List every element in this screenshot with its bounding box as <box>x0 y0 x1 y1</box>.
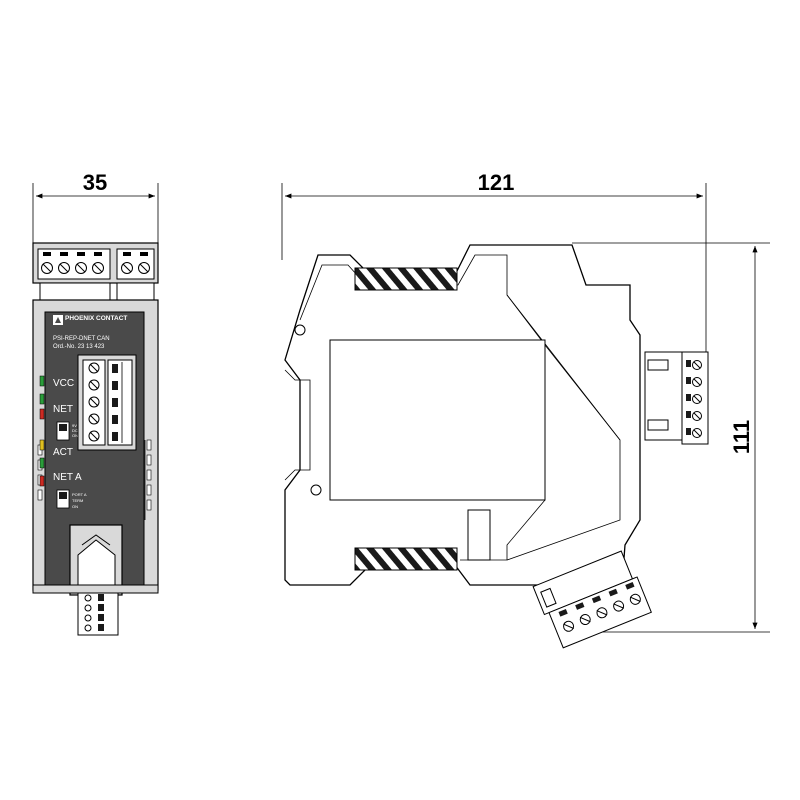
side-connector-right <box>644 351 709 445</box>
order-number-text: Ord.-No. 23 13 423 <box>53 344 105 350</box>
front-view: PHOENIX CONTACT PSI-REP-DNET CAN Ord.-No… <box>32 242 159 636</box>
top-terminal-block-left <box>37 248 111 280</box>
switch1-label-1: DC <box>72 428 78 433</box>
dip-switch-termination: PORT A TERM ON <box>56 489 87 509</box>
dimension-label-width: 35 <box>83 170 107 195</box>
model-text: PSI-REP-DNET CAN <box>53 336 110 342</box>
dimension-side-height: 111 <box>572 242 770 633</box>
side-view <box>284 244 709 649</box>
led-label-act: ACT <box>53 447 73 458</box>
dimension-label-depth: 121 <box>478 170 515 195</box>
led-label-net: NET <box>53 404 73 415</box>
bottom-plug <box>69 524 123 636</box>
switch2-label-2: ON <box>72 504 78 509</box>
switch1-label-0: 9V <box>72 423 77 428</box>
top-terminal-block-right <box>116 248 155 280</box>
led-label-net-a: NET A <box>53 472 82 483</box>
dip-switch-power: 9V DC ON <box>56 421 78 441</box>
switch2-label-1: TERM <box>72 498 83 503</box>
led-net-red <box>39 408 45 420</box>
led-net-a-red <box>39 475 45 487</box>
led-net-a-green <box>39 457 45 469</box>
brand-text: PHOENIX CONTACT <box>65 315 127 322</box>
side-connector-bottom <box>532 550 652 649</box>
led-vcc <box>39 375 45 387</box>
front-terminal-block <box>77 354 137 451</box>
switch1-label-2: ON <box>72 433 78 438</box>
dimension-side-depth: 121 <box>281 170 707 352</box>
dimension-label-height: 111 <box>729 420 754 454</box>
bottom-grip <box>354 547 458 571</box>
top-grip <box>354 267 458 291</box>
phoenix-contact-logo: PHOENIX CONTACT <box>53 315 127 325</box>
switch2-label-0: PORT A <box>72 492 87 497</box>
led-net-green <box>39 393 45 405</box>
led-act <box>39 439 45 451</box>
dimension-front-width: 35 <box>32 170 159 243</box>
led-label-vcc: VCC <box>53 378 74 389</box>
